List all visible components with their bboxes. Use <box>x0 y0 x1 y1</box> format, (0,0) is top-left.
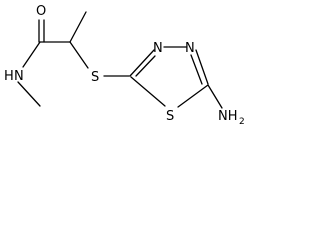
atom-amide-nitrogen: N <box>14 69 24 84</box>
bond-ring-c5-s1 <box>177 84 209 108</box>
bond-ring-s1-c2 <box>130 76 166 107</box>
atom-sulfur-thioether: S <box>91 70 99 85</box>
bond-carbonyl-nh <box>22 41 41 68</box>
atom-ring-nitrogen-1: N <box>153 41 163 56</box>
bond-c5-nh2 <box>207 84 223 109</box>
bond-ch-s <box>69 41 89 69</box>
atom-amine: NH <box>218 109 238 124</box>
bonds <box>17 11 223 109</box>
atom-sulfur-ring: S <box>166 109 174 124</box>
bond-n-methyl <box>17 81 41 107</box>
atom-ring-nitrogen-2: N <box>185 41 195 56</box>
atom-labels: O H N S N N S NH 2 <box>4 4 245 127</box>
atom-amine-subscript: 2 <box>239 117 245 127</box>
bond-ring-c2-n3 <box>129 49 155 77</box>
bond-ch-methyl <box>69 11 87 43</box>
bond-ring-n4-c5-double <box>190 54 203 85</box>
bond-ring-c2-n3-double <box>135 55 156 77</box>
atom-amide-hydrogen: H <box>4 69 14 84</box>
atom-oxygen: O <box>36 4 46 19</box>
bond-ring-n4-c5 <box>195 49 209 85</box>
chemical-structure: O H N S N N S NH 2 <box>4 4 245 127</box>
